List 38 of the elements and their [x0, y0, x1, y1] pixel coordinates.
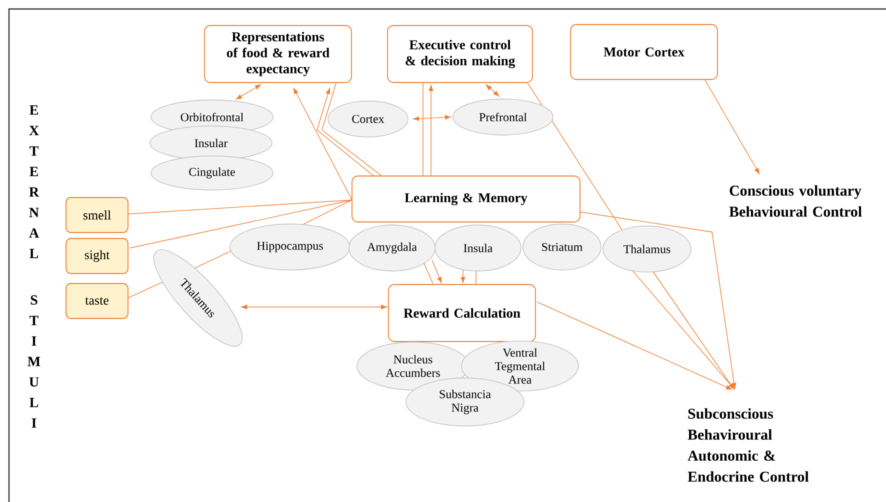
stacked-letter: E	[30, 105, 38, 115]
stacked-letter: I	[32, 418, 36, 428]
stacked-letter: A	[29, 228, 39, 238]
arrow	[580, 212, 736, 389]
stacked-letter: M	[28, 356, 40, 366]
arrow	[704, 80, 760, 174]
arrow	[428, 85, 434, 176]
stacked-letter: N	[29, 208, 39, 218]
stacked-letter: T	[30, 146, 38, 156]
arrow	[293, 88, 352, 200]
process-box: Reward Calculation	[388, 284, 536, 342]
arrow	[536, 302, 732, 390]
stacked-letter: L	[30, 398, 38, 408]
process-box: Motor Cortex	[570, 24, 718, 80]
stacked-letter: I	[32, 336, 36, 346]
stacked-letter: R	[29, 187, 40, 197]
process-box: Executive control & decision making	[387, 25, 533, 83]
stacked-letter: S	[30, 295, 38, 305]
outcome-text: Subconscious Behaviroural Autonomic & Endocrine Control	[688, 408, 809, 482]
arrow	[486, 84, 500, 96]
outcome-text: Conscious voluntary Behavioural Control	[729, 185, 862, 217]
arrow	[241, 304, 387, 310]
stimulus-box: sight	[66, 238, 128, 274]
arrow	[460, 270, 466, 283]
arrow	[413, 115, 451, 121]
arrow	[432, 260, 442, 283]
stimulus-box: taste	[66, 283, 128, 319]
process-box: Learning & Memory	[352, 176, 580, 222]
arrow	[316, 88, 376, 178]
stacked-letter: X	[29, 126, 39, 136]
arrow	[236, 84, 262, 100]
process-box: Representations of food & reward expectancy	[204, 25, 352, 83]
stacked-letter: U	[29, 377, 39, 387]
stacked-letter: E	[30, 166, 38, 176]
stacked-letter: T	[30, 316, 38, 326]
arrow	[632, 270, 734, 390]
stacked-letter: L	[30, 248, 38, 258]
stimulus-box: smell	[66, 197, 128, 233]
